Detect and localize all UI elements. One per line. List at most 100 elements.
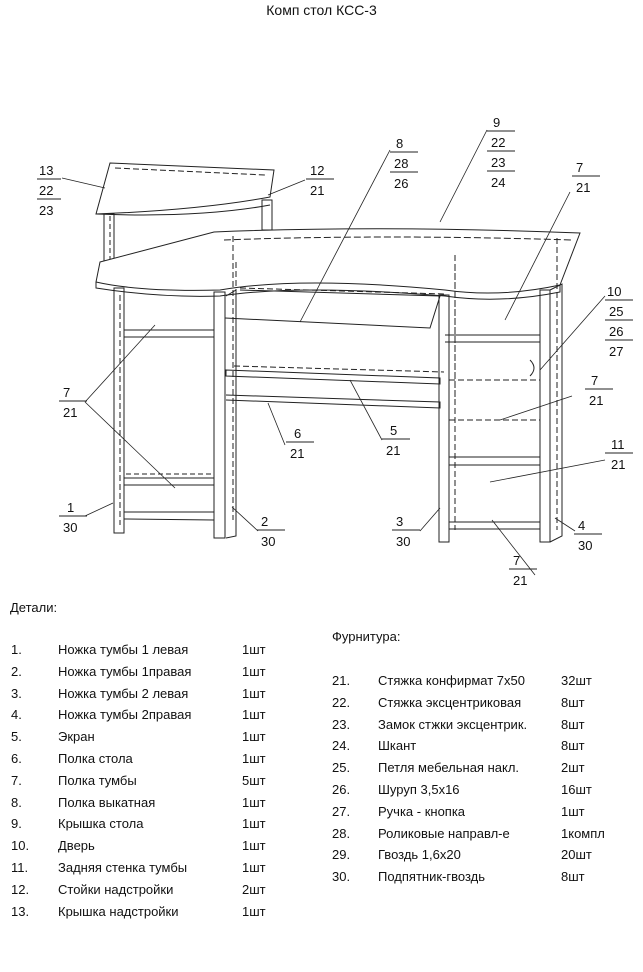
item-quantity: 1шт — [242, 663, 266, 679]
callout-label: 21 — [611, 457, 625, 472]
leader-lines — [61, 129, 606, 576]
list-item: 5. Экран 1шт — [11, 726, 311, 748]
callout-label: 2 — [261, 514, 268, 529]
item-number: 9. — [11, 816, 22, 832]
callout-7-left: 7 21 — [59, 385, 87, 420]
item-number: 5. — [11, 729, 22, 745]
item-number: 4. — [11, 707, 22, 723]
callout-label: 21 — [290, 446, 304, 461]
item-name: Шкант — [378, 738, 417, 754]
item-quantity: 32шт — [561, 673, 592, 688]
item-quantity: 8шт — [561, 694, 585, 710]
item-name: Полка тумбы — [58, 772, 137, 788]
item-number: 21. — [332, 673, 351, 688]
callout-7-top: 7 21 — [572, 160, 600, 195]
item-name: Гвоздь 1,6х20 — [378, 847, 461, 863]
callout-label: 3 — [396, 514, 403, 529]
callout-label: 8 — [396, 136, 403, 151]
callout-label: 24 — [491, 175, 505, 190]
item-name: Ножка тумбы 2правая — [58, 707, 192, 723]
callout-label: 22 — [39, 183, 53, 198]
item-name: Крышка надстройки — [58, 903, 179, 919]
item-number: 29. — [332, 847, 351, 863]
callout-9: 9 22 23 24 — [487, 115, 515, 190]
item-quantity: 1компл — [561, 825, 605, 841]
item-number: 11. — [11, 859, 29, 875]
item-quantity: 16шт — [561, 781, 592, 797]
item-name: Петля мебельная накл. — [378, 760, 520, 776]
callout-label: 5 — [390, 423, 397, 438]
callout-1: 1 30 — [59, 500, 87, 535]
callout-label: 21 — [576, 180, 590, 195]
callout-label: 7 — [591, 373, 598, 388]
callout-label: 21 — [310, 183, 324, 198]
callout-10: 10 25 26 27 — [605, 284, 633, 359]
item-quantity: 1шт — [242, 729, 266, 745]
pull-out-shelf — [224, 287, 446, 329]
list-item: 24. Шкант 8шт — [332, 735, 632, 757]
item-quantity: 1шт — [242, 685, 266, 701]
item-quantity: 1шт — [561, 803, 585, 819]
callout-3: 3 30 — [392, 514, 420, 549]
callout-label: 4 — [578, 518, 585, 533]
callout-label: 28 — [394, 156, 408, 171]
callout-label: 21 — [63, 405, 77, 420]
desk-shelf — [225, 365, 445, 409]
assembly-drawing: 13 22 23 1 2 21 8 28 26 9 22 23 24 7 21 1… — [37, 115, 633, 588]
item-name: Полка выкатная — [58, 794, 156, 810]
callout-label: 23 — [491, 155, 505, 170]
item-name: Роликовые направл-е — [378, 825, 510, 841]
item-number: 23. — [332, 716, 351, 732]
callout-8: 8 28 26 — [390, 136, 418, 191]
item-name: Ножка тумбы 2 левая — [58, 685, 189, 701]
item-quantity: 1шт — [242, 816, 266, 832]
callout-label: 1 — [67, 500, 74, 515]
desk-top — [95, 228, 581, 300]
left-cabinet-legs — [113, 236, 237, 539]
item-quantity: 1шт — [242, 859, 266, 875]
item-quantity: 8шт — [561, 869, 585, 885]
item-quantity: 8шт — [561, 738, 585, 754]
item-number: 2. — [11, 663, 22, 679]
list-item: 23.Замок стжки эксцентрик.8шт — [332, 714, 632, 736]
callout-4: 4 30 — [574, 518, 602, 553]
callout-13: 13 22 23 — [37, 163, 61, 218]
item-name: Стяжка конфирмат 7х50 — [378, 673, 525, 688]
hardware-heading: Фурнитура: — [332, 629, 401, 644]
item-number: 27. — [332, 803, 351, 819]
hardware-list: 21. Стяжка конфирмат 7х50 32шт 22.Стяжка эк… — [332, 670, 632, 888]
item-name: Задняя стенка тумбы — [58, 859, 188, 875]
callout-6: 6 21 — [286, 426, 314, 461]
item-name: Полка стола — [58, 750, 133, 766]
callout-label: 21 — [589, 393, 603, 408]
item-number: 22. — [332, 694, 351, 710]
item-number: 24. — [332, 738, 351, 754]
callout-label: 27 — [609, 344, 623, 359]
item-number: 13. — [11, 903, 30, 919]
list-item: 11. Задняя стенка тумбы 1шт — [11, 857, 311, 879]
list-item: 25.Петля мебельная накл.2шт — [332, 757, 632, 779]
item-number: 7. — [11, 772, 22, 788]
item-name: Экран — [58, 729, 95, 745]
drawing-title: Комп стол КСС-3 — [266, 2, 377, 18]
callout-label: 26 — [609, 324, 623, 339]
item-name: Замок стжки эксцентрик. — [378, 716, 528, 732]
item-quantity: 20шт — [561, 847, 592, 863]
callout-label: 30 — [578, 538, 592, 553]
callout-label: 11 — [611, 437, 625, 452]
callout-label: 7 — [513, 553, 520, 568]
callout-label: 30 — [63, 520, 77, 535]
parts-heading: Детали: — [10, 600, 58, 615]
callout-2: 2 30 — [257, 514, 285, 549]
